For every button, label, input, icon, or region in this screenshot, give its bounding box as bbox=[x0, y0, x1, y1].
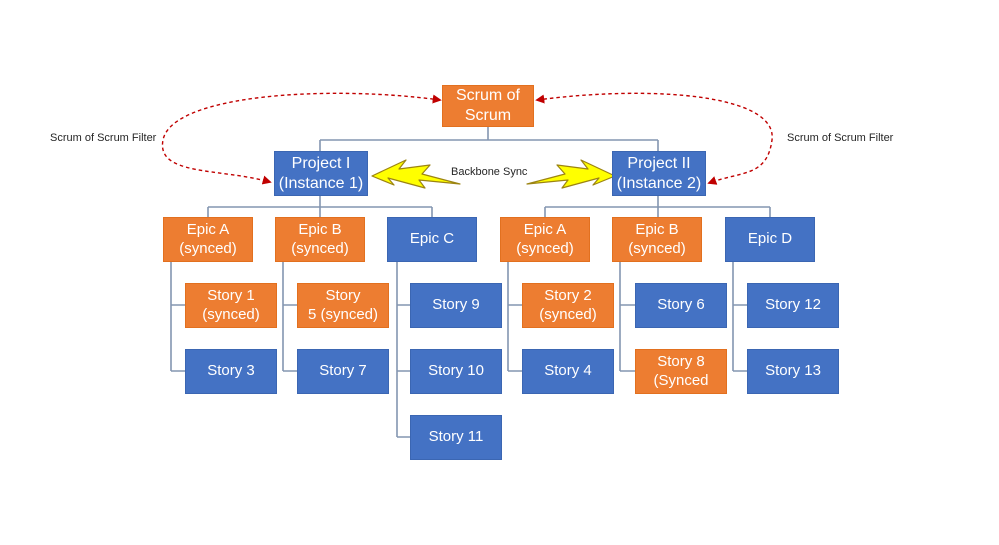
node-story-7: Story 7 bbox=[297, 349, 389, 394]
node-story-12: Story 12 bbox=[747, 283, 839, 328]
node-project-1: Project I (Instance 1) bbox=[274, 151, 368, 196]
node-story-9: Story 9 bbox=[410, 283, 502, 328]
node-epic-b-project2: Epic B (synced) bbox=[612, 217, 702, 262]
node-story-11: Story 11 bbox=[410, 415, 502, 460]
node-epic-a-project1: Epic A (synced) bbox=[163, 217, 253, 262]
node-story-13: Story 13 bbox=[747, 349, 839, 394]
node-story-8: Story 8 (Synced bbox=[635, 349, 727, 394]
node-story-1: Story 1 (synced) bbox=[185, 283, 277, 328]
connector-epic-a1-stories bbox=[170, 262, 185, 372]
connector-project2-to-epics bbox=[544, 196, 771, 217]
connector-epic-a2-stories bbox=[507, 262, 522, 372]
connector-epic-b2-stories bbox=[619, 262, 635, 372]
lightning-bolt-right-icon bbox=[526, 159, 616, 189]
node-story-6: Story 6 bbox=[635, 283, 727, 328]
node-story-5: Story 5 (synced) bbox=[297, 283, 389, 328]
connector-epic-d-stories bbox=[732, 262, 747, 372]
node-project-2: Project II (Instance 2) bbox=[612, 151, 706, 196]
node-epic-b-project1: Epic B (synced) bbox=[275, 217, 365, 262]
node-story-3: Story 3 bbox=[185, 349, 277, 394]
scrum-filter-label-left: Scrum of Scrum Filter bbox=[50, 132, 157, 144]
lightning-bolt-left-icon bbox=[371, 159, 461, 189]
connector-project1-to-epics bbox=[207, 196, 433, 217]
node-story-4: Story 4 bbox=[522, 349, 614, 394]
scrum-filter-label-right: Scrum of Scrum Filter bbox=[787, 132, 894, 144]
node-scrum-of-scrum: Scrum of Scrum bbox=[442, 85, 534, 127]
connector-epic-b1-stories bbox=[282, 262, 297, 372]
connector-epic-c-stories bbox=[396, 262, 410, 438]
node-epic-d: Epic D bbox=[725, 217, 815, 262]
connector-scrum-to-projects bbox=[319, 127, 659, 151]
node-story-2: Story 2 (synced) bbox=[522, 283, 614, 328]
node-epic-c: Epic C bbox=[387, 217, 477, 262]
node-epic-a-project2: Epic A (synced) bbox=[500, 217, 590, 262]
backbone-sync-label: Backbone Sync bbox=[451, 166, 528, 178]
node-story-10: Story 10 bbox=[410, 349, 502, 394]
